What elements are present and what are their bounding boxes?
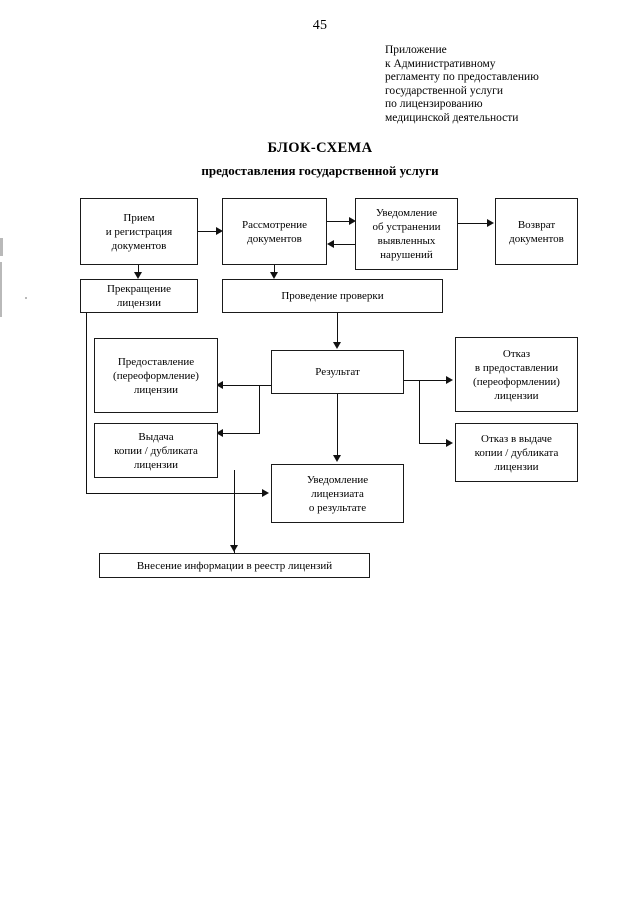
node-label: Прием и регистрация документов	[105, 211, 173, 252]
edge-intake-to-terminate	[138, 265, 139, 274]
edge-branch-to-refusal-grant	[419, 380, 449, 381]
arrow-inspection-to-result	[333, 342, 341, 349]
edge-right-branch-riser	[419, 380, 420, 443]
node-issue-license-copy[interactable]: Выдача копии / дубликата лицензии	[94, 423, 218, 478]
scan-artifact-speck	[25, 297, 27, 299]
node-intake-and-registration[interactable]: Прием и регистрация документов	[80, 198, 198, 265]
appendix-line: Приложение	[385, 44, 447, 56]
arrow-violation-to-return	[487, 219, 494, 227]
page-number: 45	[312, 18, 328, 33]
arrow-review-to-violation	[349, 217, 356, 225]
node-return-documents[interactable]: Возврат документов	[495, 198, 578, 265]
edge-result-to-notify	[337, 394, 338, 456]
arrow-terminate-to-notify	[262, 489, 269, 497]
node-violation-remediation-notice[interactable]: Уведомление об устранении выявленных нар…	[355, 198, 458, 270]
node-registry-entry[interactable]: Внесение информации в реестр лицензий	[99, 553, 370, 578]
node-notify-licensee[interactable]: Уведомление лицензиата о результате	[271, 464, 404, 523]
node-result[interactable]: Результат	[271, 350, 404, 394]
arrow-branch-to-grant	[216, 381, 223, 389]
node-label: Уведомление об устранении выявленных нар…	[372, 207, 441, 261]
node-document-review[interactable]: Рассмотрение документов	[222, 198, 327, 265]
arrow-branch-to-issue-copy	[216, 429, 223, 437]
appendix-line: регламенту по предоставлению	[385, 71, 539, 84]
edge-review-to-violation	[327, 221, 353, 222]
node-label: Прекращение лицензии	[106, 283, 172, 309]
node-label: Уведомление лицензиата о результате	[306, 473, 369, 514]
edge-notify-down	[234, 470, 235, 553]
scan-artifact-mark	[0, 295, 2, 317]
edge-inspection-to-result	[337, 313, 338, 343]
arrow-intake-to-terminate	[134, 272, 142, 279]
node-label: Выдача копии / дубликата лицензии	[114, 430, 198, 471]
edge-result-right-stub	[404, 380, 420, 381]
node-label: Результат	[315, 366, 360, 378]
node-label: Возврат документов	[509, 218, 564, 245]
node-license-termination[interactable]: Прекращение лицензии	[80, 279, 198, 313]
appendix-line: по лицензированию	[385, 98, 483, 111]
arrow-intake-to-review	[216, 227, 223, 235]
node-label: Внесение информации в реестр лицензий	[136, 559, 333, 572]
node-label: Отказ в выдаче копии / дубликата лицензи…	[474, 432, 559, 473]
arrow-review-to-inspection	[270, 272, 278, 279]
edge-terminate-to-notify	[86, 493, 265, 494]
edge-terminate-down	[86, 313, 87, 493]
node-label: Отказ в предоставлении (переоформлении) …	[473, 347, 560, 402]
edge-violation-to-review	[331, 244, 357, 245]
edge-intake-to-review	[198, 231, 220, 232]
node-inspection[interactable]: Проведение проверки	[222, 279, 443, 313]
node-refusal-to-issue-copy[interactable]: Отказ в выдаче копии / дубликата лицензи…	[455, 423, 578, 482]
arrow-notify-to-registry	[230, 545, 238, 552]
edge-review-to-inspection	[274, 265, 275, 274]
node-label: Рассмотрение документов	[241, 218, 308, 245]
arrow-violation-to-review	[327, 240, 334, 248]
document-title: БЛОК-СХЕМА	[267, 140, 373, 156]
scan-artifact-mark	[0, 238, 3, 256]
edge-branch-to-refusal-copy	[419, 443, 449, 444]
edge-violation-to-return	[458, 223, 490, 224]
appendix-line: к Административному	[385, 57, 496, 70]
edge-branch-to-grant	[222, 385, 260, 386]
appendix-line: государственной услуги	[385, 84, 504, 97]
node-label: Предоставление (переоформление) лицензии	[113, 355, 199, 396]
edge-result-left-stub	[259, 385, 272, 386]
arrow-branch-to-refusal-copy	[446, 439, 453, 447]
document-subtitle: предоставления государственной услуги	[201, 163, 439, 178]
node-grant-license[interactable]: Предоставление (переоформление) лицензии	[94, 338, 218, 413]
appendix-reference-block: Приложение к Административному регламент…	[385, 44, 615, 126]
arrow-result-to-notify	[333, 455, 341, 462]
scan-artifact-mark	[0, 262, 2, 312]
node-label: Проведение проверки	[281, 290, 384, 302]
appendix-line: медицинской деятельности	[385, 111, 519, 124]
node-refusal-to-grant-license[interactable]: Отказ в предоставлении (переоформлении) …	[455, 337, 578, 412]
edge-left-branch-riser	[259, 385, 260, 434]
edge-branch-to-issue-copy	[222, 433, 260, 434]
arrow-branch-to-refusal-grant	[446, 376, 453, 384]
